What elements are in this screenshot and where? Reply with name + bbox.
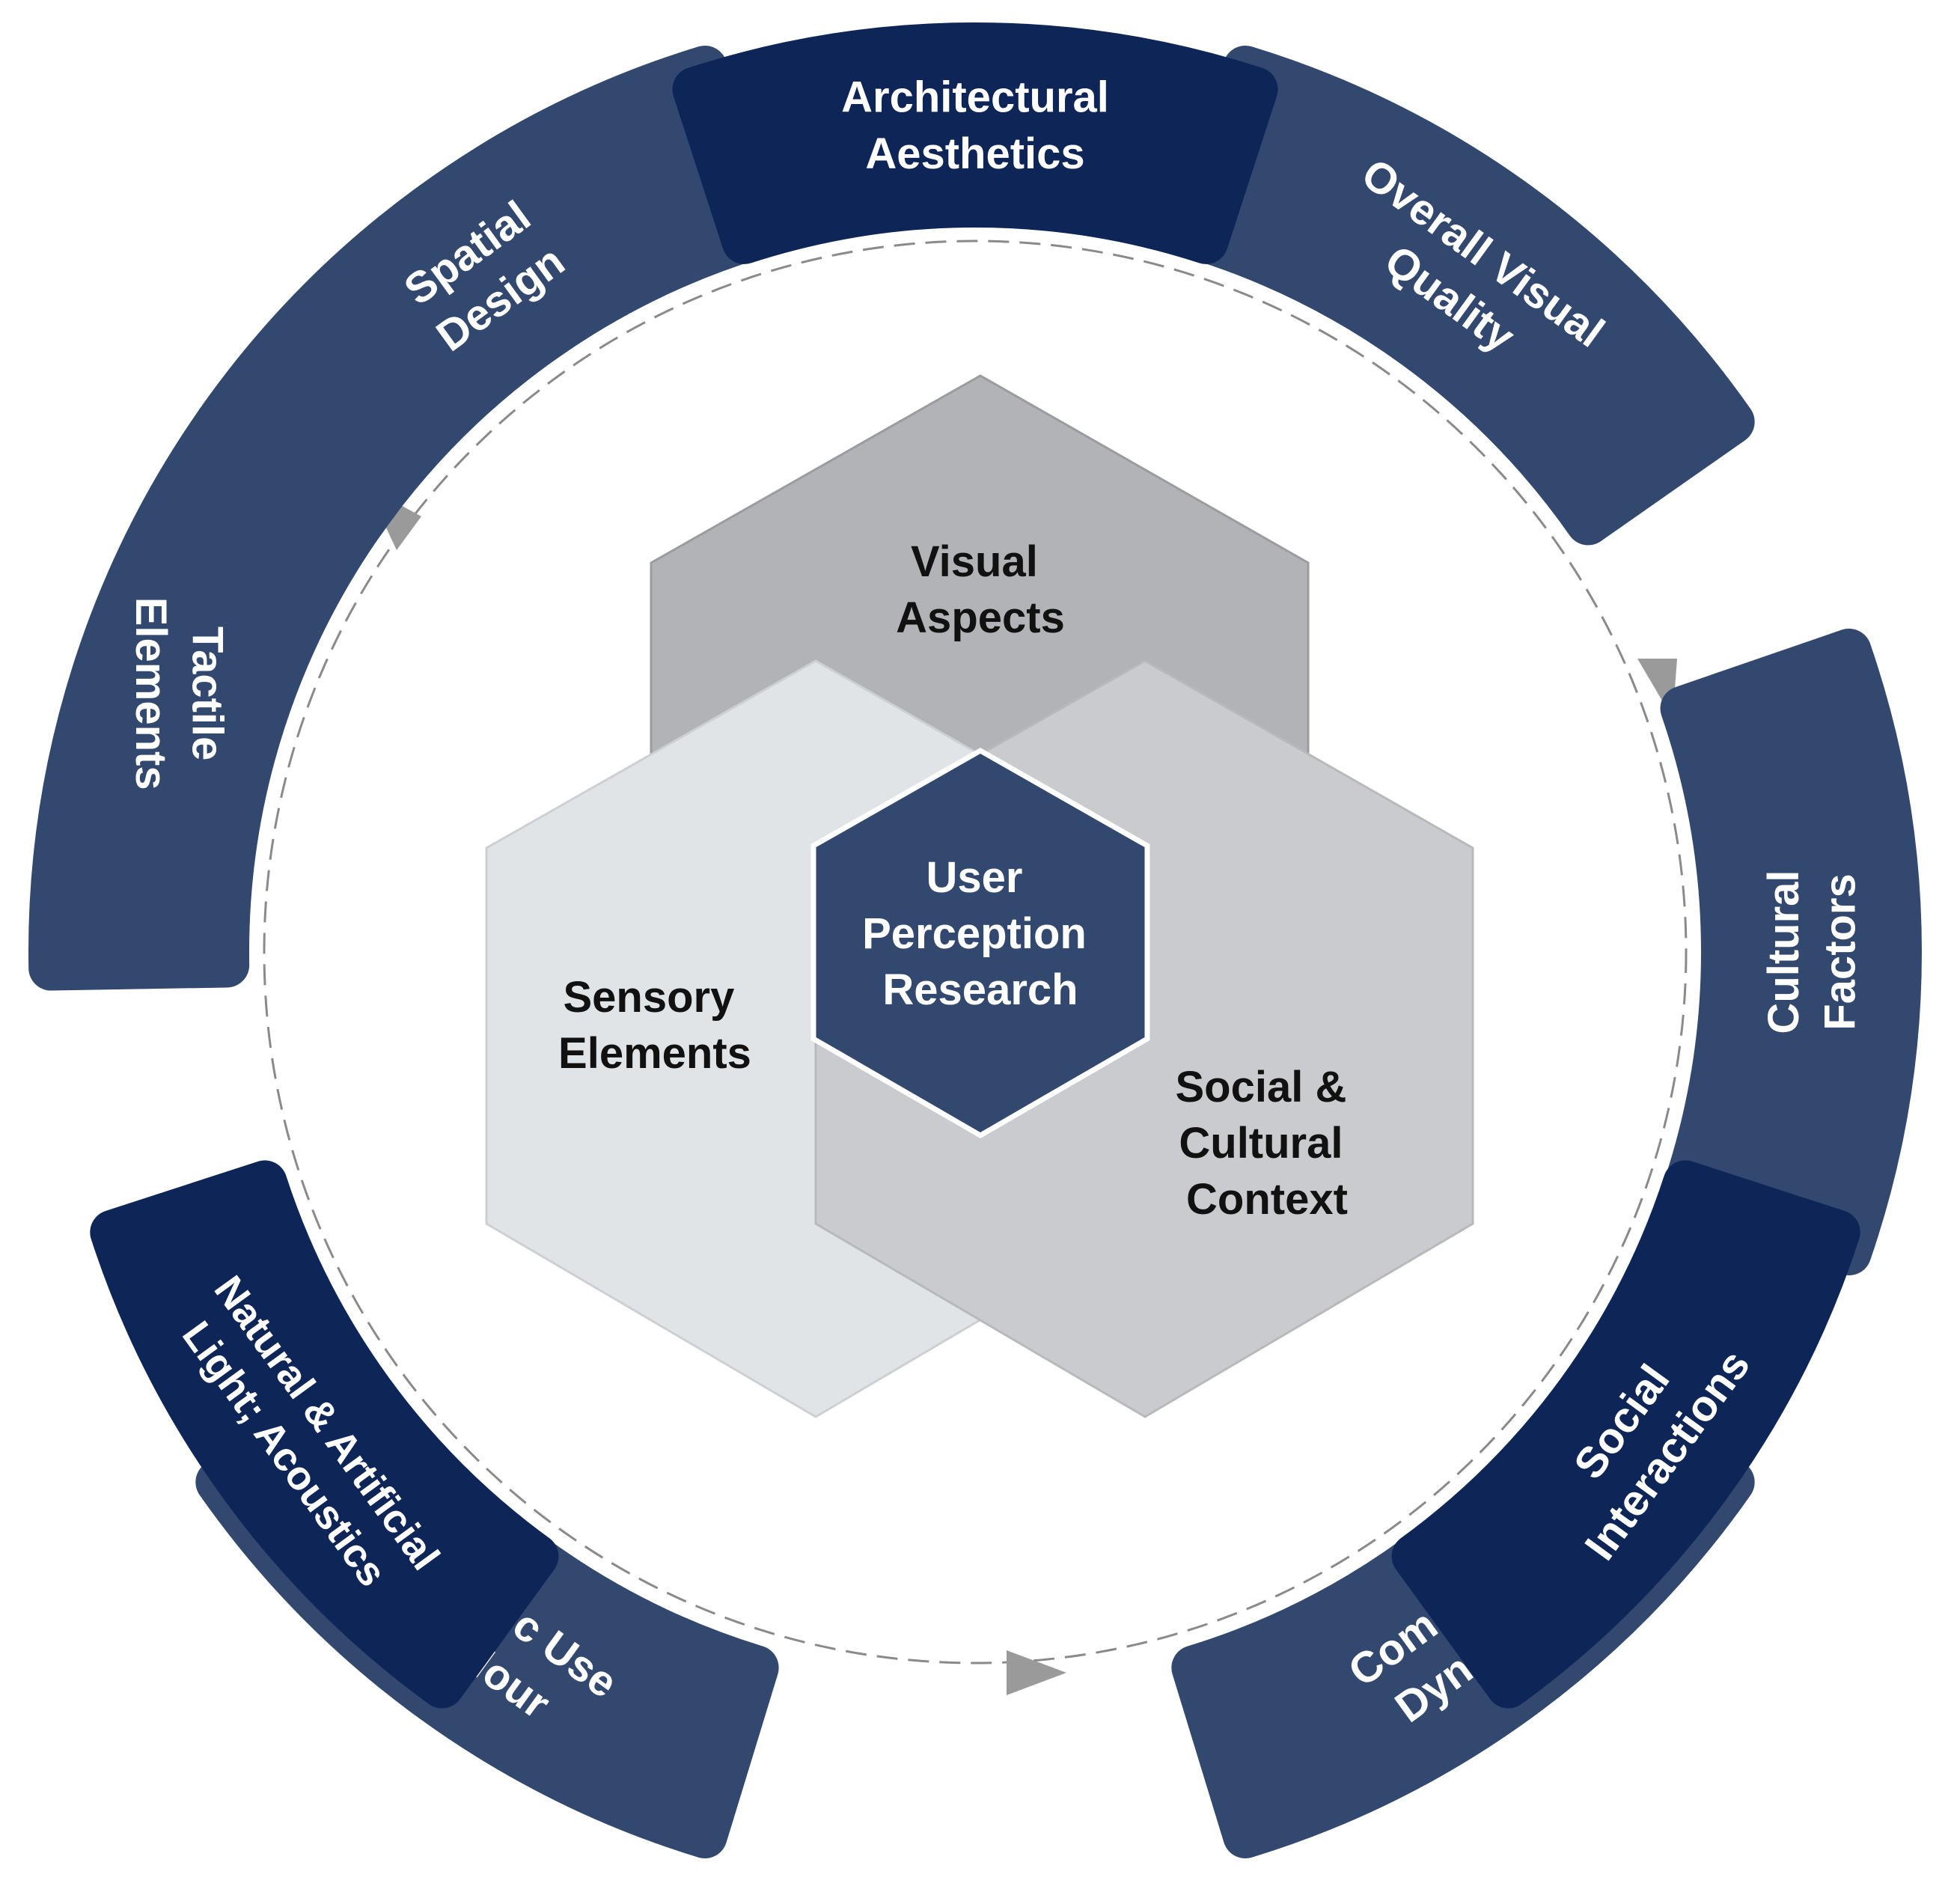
segment-label-line: Aesthetics [865,129,1084,178]
segment-label-line: Factors [1816,873,1865,1031]
segment-label-line: Tactile [183,626,232,760]
social-context-line-3: Context [1186,1175,1348,1224]
visual-aspects-line-1: Visual [911,537,1038,586]
segment-label-line: Cultural [1759,870,1808,1034]
arrow-bottom-icon [1007,1650,1066,1695]
segment-label-line: Architectural [841,73,1109,122]
sensory-elements-label: Sensory Elements [558,973,751,1078]
visual-aspects-label: Visual Aspects [896,537,1065,642]
social-context-line-2: Cultural [1179,1119,1343,1168]
hexagon-cluster: Visual Aspects Sensory Elements Social &… [485,374,1474,1418]
social-cultural-context-label: Social & Cultural Context [1176,1063,1359,1224]
center-title-line-2: Perception [862,909,1087,958]
segment-tactile-elements [28,373,400,991]
segment-overall-visual-quality [1171,45,1755,546]
social-context-line-1: Social & [1176,1063,1347,1111]
cycle-ring [263,239,1688,1695]
segment-social-interactions [1391,1160,1860,1709]
segment-label-tactile-elements: TactileElements [126,597,231,790]
segment-label-line: Elements [126,597,175,790]
segment-natural-artificial-light [90,1160,559,1709]
segment-architectural-aesthetics [672,22,1278,264]
sensory-elements-line-1: Sensory [563,973,734,1022]
center-title-line-1: User [926,853,1022,902]
visual-aspects-line-2: Aspects [896,594,1065,642]
sensory-elements-line-2: Elements [558,1029,751,1078]
user-perception-research-label: User Perception Research [862,853,1099,1014]
dashed-ring [263,239,1688,1665]
hex-user-perception-research [810,747,1150,1139]
center-title-line-3: Research [882,965,1078,1014]
